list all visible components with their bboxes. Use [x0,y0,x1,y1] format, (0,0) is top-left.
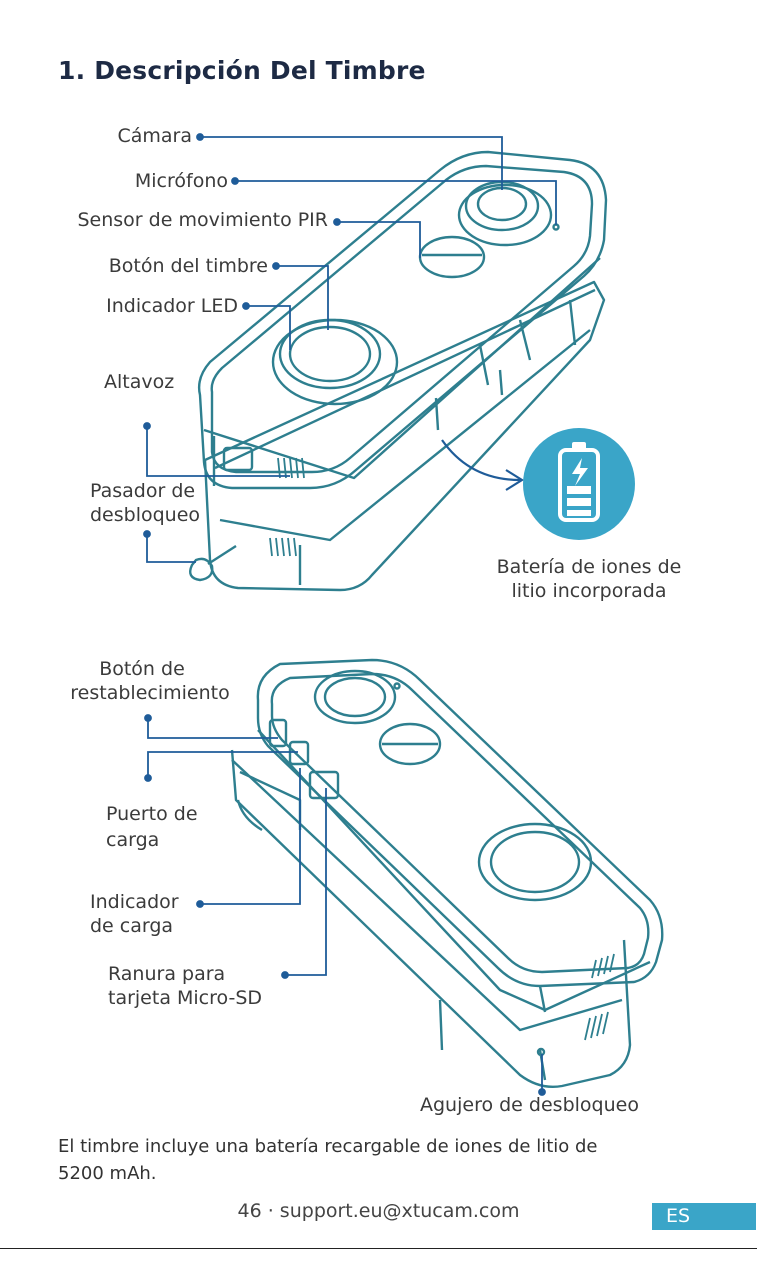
label-battery-2: litio incorporada [511,580,667,602]
top-speaker-slots [269,457,305,557]
bottom-camera-lens [313,669,397,725]
label-doorbell-button: Botón del timbre [108,255,268,277]
label-charging-port-2: carga [106,829,160,851]
bottom-housing [230,749,632,1089]
leader-lines [143,133,557,1096]
bottom-rule [0,1248,757,1249]
battery-icon [523,428,635,540]
top-pir-sensor [418,235,486,279]
top-camera-lens [457,180,553,247]
label-charging-indicator-1: Indicador [90,891,179,913]
unlock-hole-dot [536,1047,546,1057]
label-sd-slot-1: Ranura para [108,963,226,985]
bottom-speaker-slots [584,953,615,1041]
footnote-line-1: El timbre incluye una batería recargable… [58,1136,598,1157]
charging-port [288,740,310,766]
label-camera: Cámara [117,125,192,147]
label-led-indicator: Indicador LED [106,295,238,317]
label-speaker: Altavoz [104,371,175,393]
label-charging-port-1: Puerto de [106,803,198,825]
label-reset-1: Botón de [99,658,185,680]
label-charging-indicator-2: de carga [90,915,174,937]
label-microphone: Micrófono [134,170,228,192]
footnote: El timbre incluye una batería recargable… [58,1133,698,1187]
top-housing [203,280,606,592]
label-battery-1: Batería de iones de [496,556,682,578]
sd-slot [308,770,340,800]
language-badge: ES [652,1203,756,1230]
page-title: 1. Descripción Del Timbre [58,56,426,85]
bottom-pir-sensor [378,722,442,766]
label-pir-sensor: Sensor de movimiento PIR [77,209,328,231]
label-reset-2: restablecimiento [70,682,230,704]
label-unlock-pin-2: desbloqueo [90,504,201,526]
label-sd-slot-2: tarjeta Micro-SD [108,987,263,1009]
top-doorbell-body [197,150,608,490]
arrow-to-battery [441,439,525,491]
unlock-pin-key [189,544,237,582]
bottom-doorbell-button [477,822,593,902]
label-unlock-pin-1: Pasador de [90,480,196,502]
top-doorbell-button [271,318,399,406]
reset-port [268,718,288,748]
page-footer: 46 · support.eu@xtucam.com [237,1200,520,1222]
footnote-line-2: 5200 mAh. [58,1163,157,1184]
label-unlock-hole: Agujero de desbloqueo [420,1094,639,1116]
